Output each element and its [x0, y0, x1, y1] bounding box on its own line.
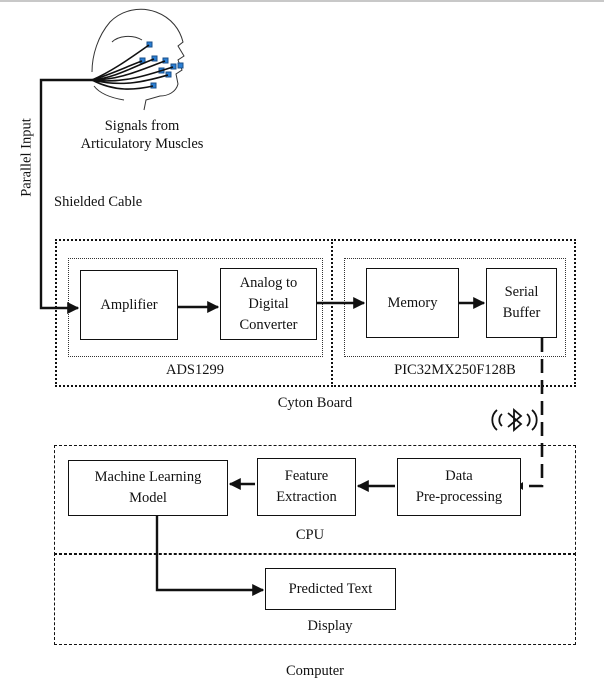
electrode-leads	[91, 44, 174, 90]
cyton-board-pic-region	[331, 239, 576, 387]
feature-extraction-block: Feature Extraction	[257, 458, 356, 516]
data-preprocessing-block: Data Pre-processing	[397, 458, 521, 516]
head-with-electrodes-icon	[91, 8, 185, 111]
computer-label: Computer	[286, 663, 344, 679]
shielded-cable-label: Shielded Cable	[54, 194, 143, 210]
cyton-board-label: Cyton Board	[277, 395, 353, 411]
serial-buffer-block: Serial Buffer	[486, 268, 557, 338]
bluetooth-icon	[491, 408, 538, 432]
wireless-link-dashed	[520, 338, 544, 488]
amplifier-block: Amplifier	[80, 270, 178, 340]
pic32-group	[344, 258, 566, 357]
signals-caption: Signals from Articulatory Muscles	[80, 118, 204, 152]
display-group	[54, 553, 576, 645]
parallel-input-wire	[39, 78, 93, 314]
ml-to-display-arrow	[155, 516, 265, 596]
cpu-label: CPU	[295, 527, 325, 543]
top-border-line	[0, 0, 604, 2]
parallel-input-label: Parallel Input	[18, 118, 35, 197]
predicted-text-block: Predicted Text	[265, 568, 396, 610]
cpu-group	[54, 445, 576, 555]
pic32-label: PIC32MX250F128B	[394, 362, 516, 378]
ads1299-label: ADS1299	[165, 362, 224, 378]
machine-learning-model-block: Machine Learning Model	[68, 460, 228, 516]
memory-block: Memory	[366, 268, 459, 338]
display-label: Display	[307, 618, 353, 634]
adc-block: Analog to Digital Converter	[220, 268, 317, 340]
